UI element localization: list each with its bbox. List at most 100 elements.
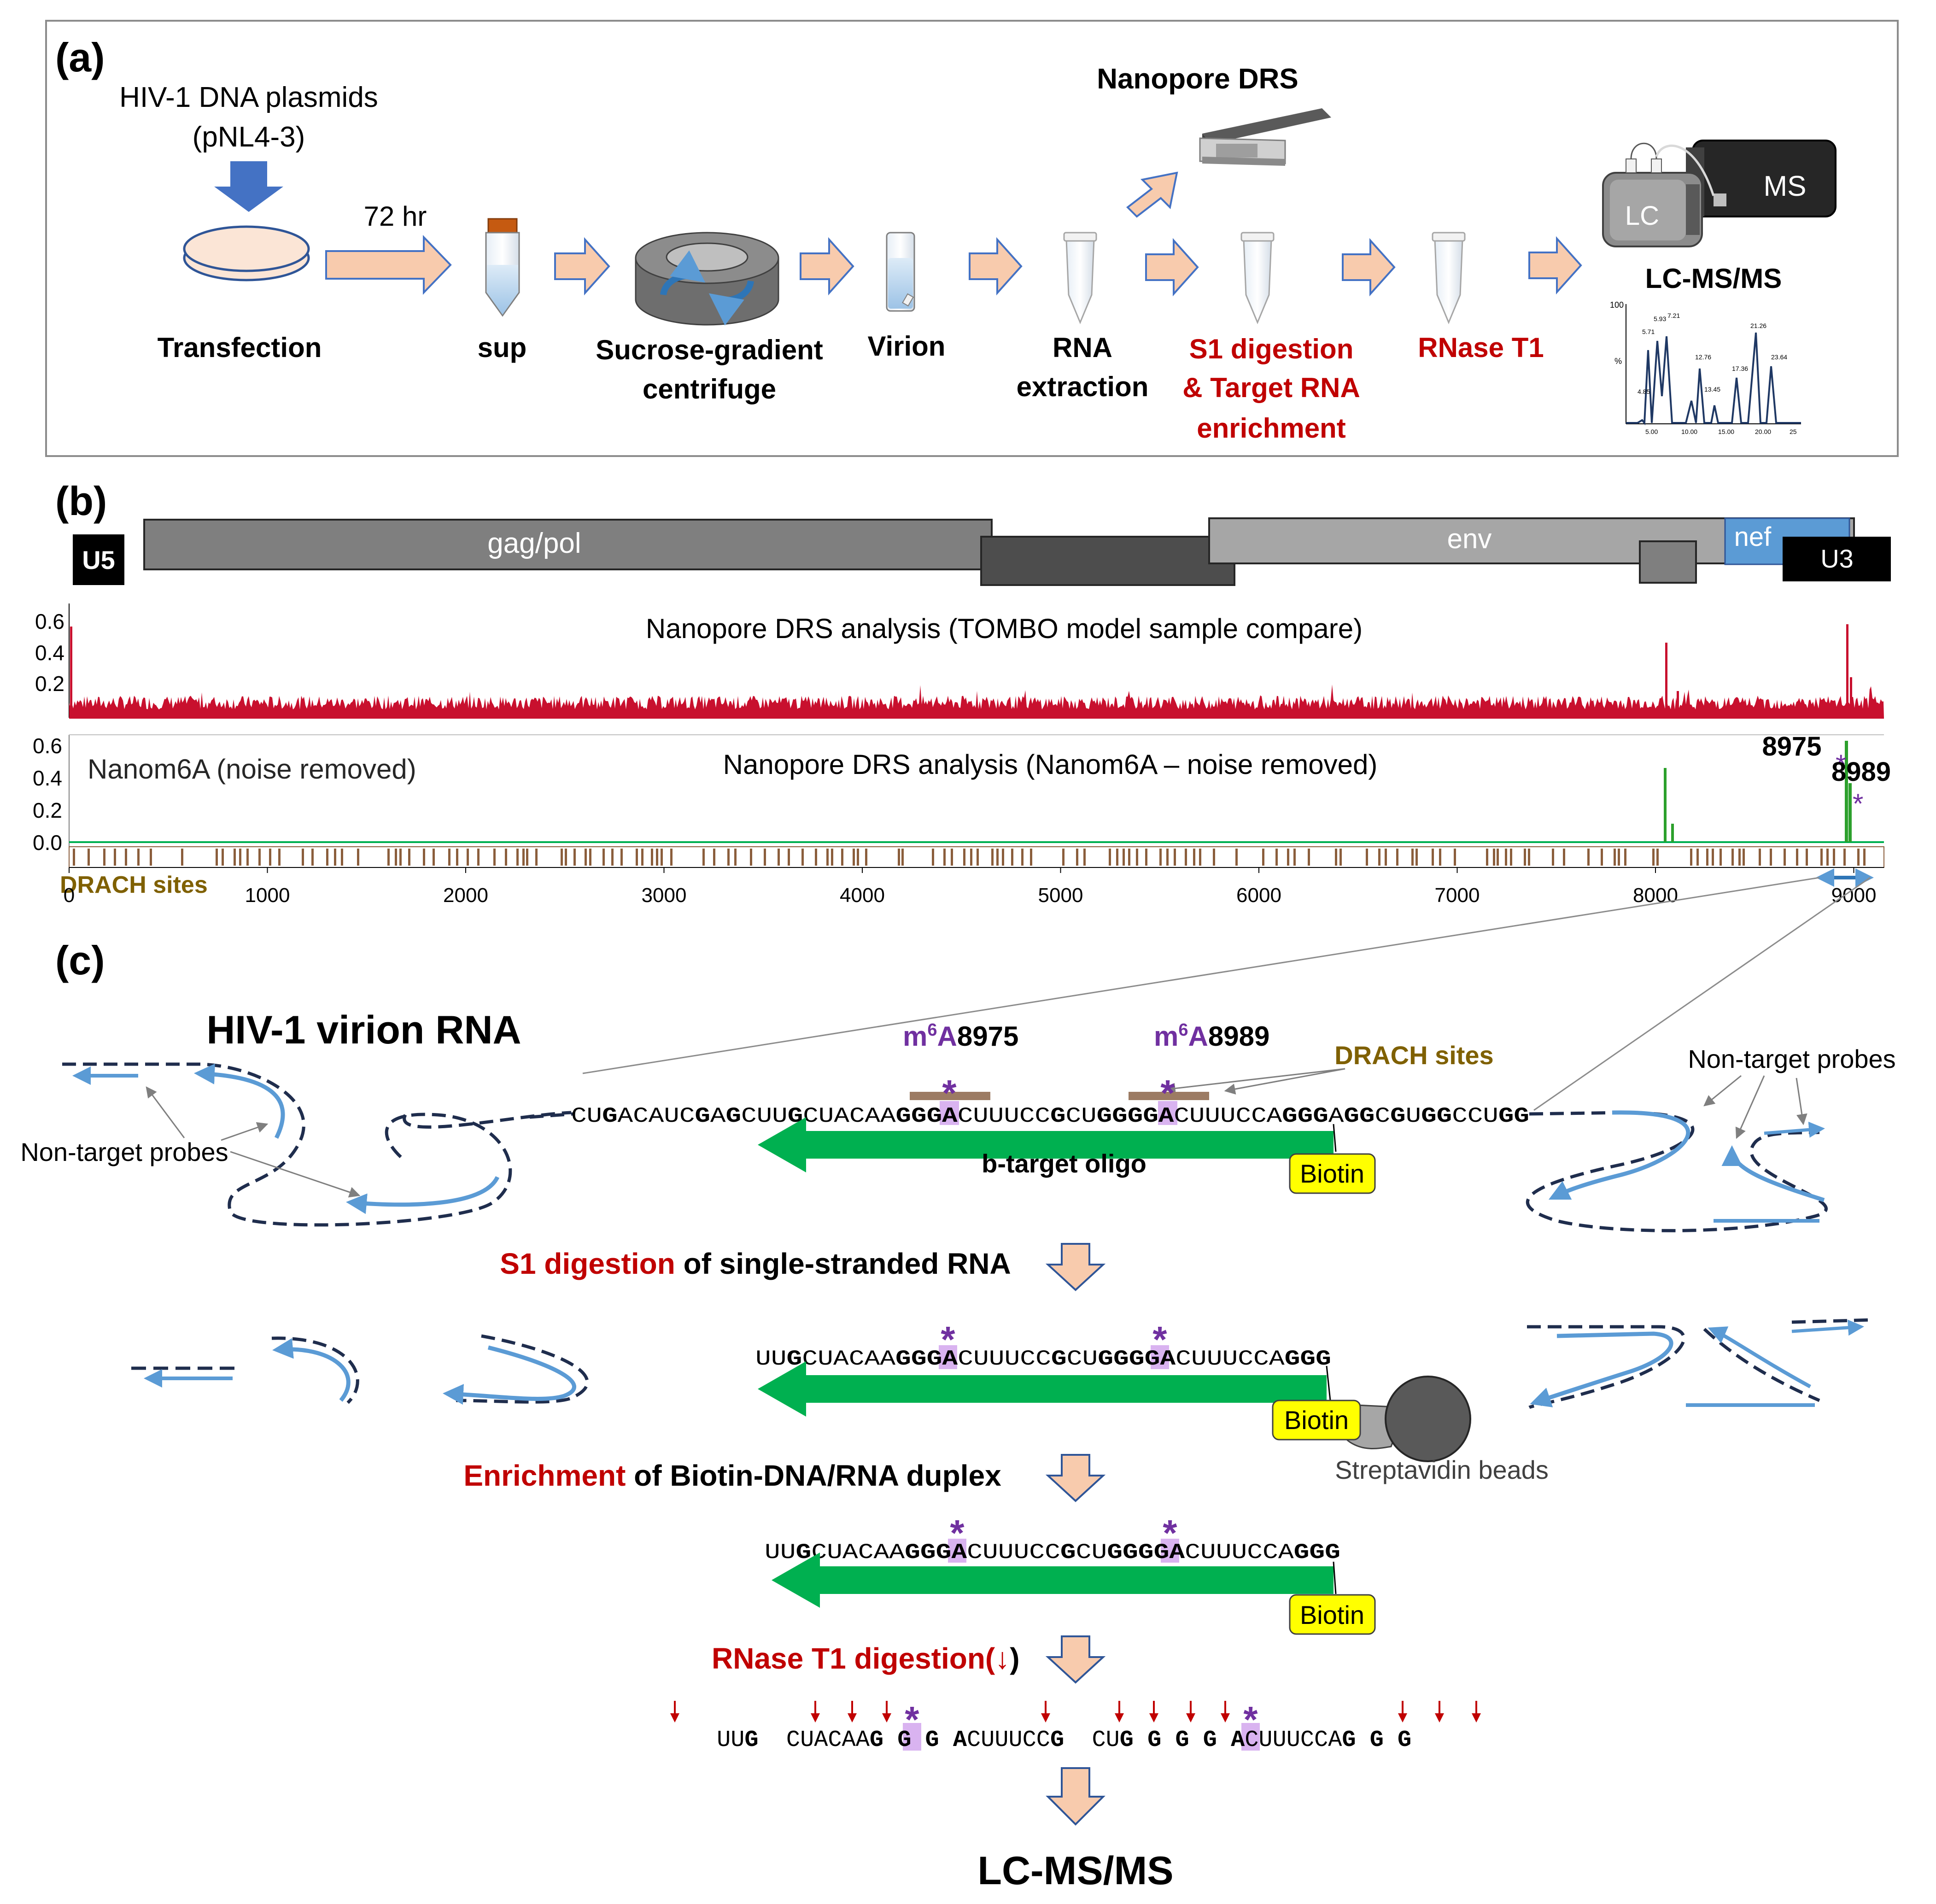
x-tick-label: 0 xyxy=(64,884,75,907)
x-tick-label: 1000 xyxy=(245,884,290,907)
m6a-asterisk-4: * xyxy=(1152,1319,1167,1360)
drach-site-bar xyxy=(656,849,658,866)
gene-small xyxy=(1639,540,1697,584)
m6a-asterisk-7: * xyxy=(905,1699,919,1740)
plasmid-label-line2: (pNL4-3) xyxy=(193,121,305,153)
gene-pol-extension xyxy=(980,536,1235,586)
nanom6a-track: 0.6 0.4 0.2 0.0 Nanom6A (noise removed) … xyxy=(33,732,1891,855)
drach-site-bar xyxy=(1415,849,1418,866)
drach-site-bar xyxy=(103,849,105,866)
drach-site-bar xyxy=(1109,849,1111,866)
down-arrow-3 xyxy=(1045,1635,1106,1684)
tombo-track: 0.6 0.4 0.2 Nanopore DRS analysis (TOMBO… xyxy=(35,603,1884,719)
biotin-tag-3 xyxy=(1289,1594,1376,1635)
drach-site-bar xyxy=(1185,849,1187,866)
drach-site-bar xyxy=(826,849,829,866)
plasmid-down-arrow xyxy=(214,161,283,212)
drach-site-bar xyxy=(750,849,752,866)
peak-label-1: 4.85 xyxy=(1638,388,1650,395)
drach-site-bar xyxy=(1083,849,1086,866)
gene-u5-label: U5 xyxy=(82,545,115,574)
nanom6a-ytick: 0.6 xyxy=(33,734,62,758)
x-tick-label: 5000 xyxy=(1038,884,1083,907)
rnase-tube-icon xyxy=(1432,232,1466,324)
drach-site-bar xyxy=(764,849,766,866)
gene-u3-label: U3 xyxy=(1820,544,1854,573)
drach-site-bar xyxy=(1199,849,1201,866)
drach-site-bar xyxy=(1335,849,1337,866)
m6a-asterisk-5: * xyxy=(950,1512,965,1553)
panel-c: (c) HIV-1 virion RNA Non-target probes m… xyxy=(20,937,1895,1893)
drach-site-bar xyxy=(853,849,855,866)
x-tick-label: 9000 xyxy=(1831,884,1877,907)
drach-site-bar xyxy=(1432,849,1434,866)
drach-site-bar xyxy=(963,849,965,866)
m6a-highlight-8 xyxy=(1241,1723,1260,1751)
drach-site-bar xyxy=(977,849,979,866)
virion-tube-icon xyxy=(886,232,915,312)
drach-site-bar xyxy=(1136,849,1138,866)
drach-site-bar xyxy=(433,849,435,866)
panel-a: (a) HIV-1 DNA plasmids (pNL4-3) Transfec… xyxy=(45,20,1899,457)
drach-site-bar xyxy=(611,849,614,866)
drach-site-bar xyxy=(943,849,946,866)
m6a-highlight-1 xyxy=(940,1101,959,1125)
gene-u5 xyxy=(73,534,124,585)
flow-arrow-4 xyxy=(969,237,1023,296)
step-sup: sup xyxy=(478,332,527,363)
m6a-label-8989: m6A8989 xyxy=(1154,1020,1269,1052)
m6a-asterisk-3: * xyxy=(941,1319,955,1360)
drach-site-bar xyxy=(1759,849,1761,866)
m6a-asterisk-1: * xyxy=(942,1072,957,1113)
rna-tube-icon xyxy=(1063,232,1097,324)
biotin-label-2: Biotin xyxy=(1284,1406,1349,1435)
drach-site-bar xyxy=(1287,849,1289,866)
panel-b-label: (b) xyxy=(55,478,107,524)
chromatogram-y-tick: 100 xyxy=(1610,300,1624,310)
drach-site-bar xyxy=(801,849,804,866)
tombo-spike xyxy=(1665,643,1667,718)
falcon-tube-icon xyxy=(485,218,520,317)
drach-site-bar xyxy=(778,849,780,866)
nanom6a-ytick: 0.2 xyxy=(33,798,62,822)
panel-a-frame xyxy=(45,20,1899,457)
drach-site-bar xyxy=(1030,849,1032,866)
peak-label-7: 17.36 xyxy=(1732,365,1748,372)
drach-site-bar xyxy=(1396,849,1398,866)
m6a-highlight-4 xyxy=(1151,1345,1169,1369)
drach-site-bar xyxy=(522,849,525,866)
drach-site-bar xyxy=(1601,849,1603,866)
streptavidin-label: Streptavidin beads xyxy=(1335,1455,1549,1484)
drach-site-bar xyxy=(1275,849,1278,866)
peak-label-8975: 8975 xyxy=(1762,732,1821,762)
drach-site-bar xyxy=(1339,849,1342,866)
asterisk-8975: * xyxy=(1836,749,1846,780)
petri-dish-icon xyxy=(183,225,310,281)
flow-arrow-3 xyxy=(800,237,854,296)
s1-tube-icon xyxy=(1240,232,1275,324)
drach-site-bar xyxy=(734,849,737,866)
m6a-asterisk-6: * xyxy=(1163,1512,1177,1553)
drach-site-bar xyxy=(1784,849,1786,866)
drach-site-bar xyxy=(258,849,261,866)
down-arrow-2 xyxy=(1045,1454,1106,1502)
drach-site-bar xyxy=(1062,849,1065,866)
peak-label-8989: 8989 xyxy=(1831,757,1891,787)
drach-site-bar xyxy=(423,849,425,866)
b-target-oligo-arrow xyxy=(758,1117,1334,1172)
step-rna-line1: RNA xyxy=(1053,332,1112,363)
drach-site-bar xyxy=(395,849,397,866)
biotin-tag-1 xyxy=(1289,1153,1376,1194)
drach-site-bar xyxy=(516,849,519,866)
drach-site-bar xyxy=(727,849,730,866)
chromatogram-x-tick: 25 xyxy=(1790,428,1797,435)
x-tick-label: 3000 xyxy=(642,884,687,907)
drach-site-bar xyxy=(399,849,402,866)
drach-site-bar xyxy=(408,849,410,866)
drach-site-bar xyxy=(831,849,833,866)
b-target-oligo-arrow-3 xyxy=(772,1552,1334,1608)
drach-site-bar xyxy=(1002,849,1004,866)
drach-site-bar xyxy=(1826,849,1829,866)
